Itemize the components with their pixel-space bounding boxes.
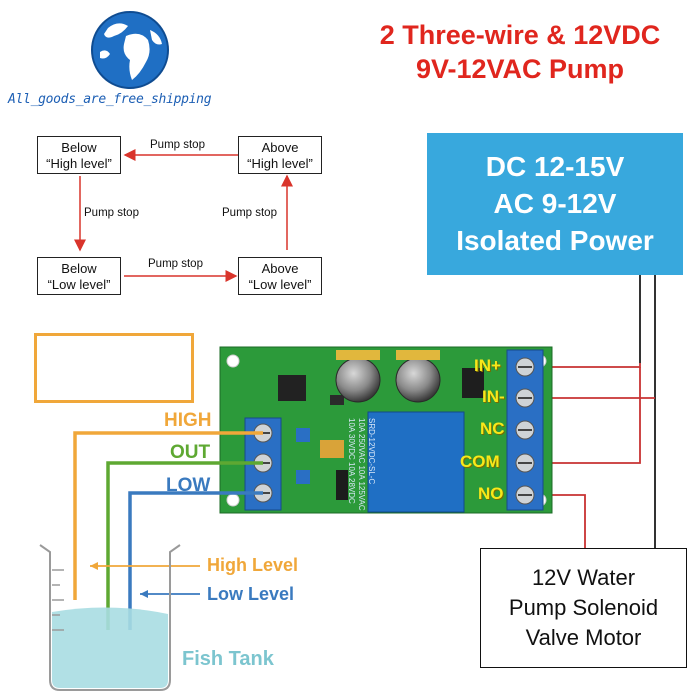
flow-box-line: Below: [61, 140, 97, 155]
terminal-label-no: NO: [478, 484, 504, 503]
highlight-box: [34, 333, 194, 403]
low-level-label: Low Level: [207, 584, 295, 604]
signal-label-out: OUT: [170, 442, 211, 463]
flow-label-top: Pump stop: [150, 139, 205, 151]
brand-text: All_goods_are_free_shipping: [8, 92, 212, 107]
flow-label-left: Pump stop: [84, 207, 139, 219]
sensor-wires: [73, 431, 263, 630]
flow-box-above-high: Above “High level”: [238, 136, 322, 174]
flow-box-line: Above: [261, 261, 299, 276]
terminal-label-in-minus: IN-: [482, 387, 505, 406]
power-line: DC 12-15V: [485, 151, 625, 182]
title-line-2: 9V-12VAC Pump: [415, 54, 625, 84]
flow-box-above-low: Above “Low level”: [238, 257, 322, 295]
flow-box-line: “High level”: [46, 156, 112, 171]
flow-box-line: “Low level”: [47, 277, 111, 292]
flow-box-below-low: Below “Low level”: [37, 257, 121, 295]
pump-line: Pump Solenoid: [508, 595, 659, 620]
fish-tank-label: Fish Tank: [182, 648, 274, 670]
beaker-icon: [39, 544, 181, 691]
flow-label-right: Pump stop: [222, 207, 277, 219]
flow-box-line: “Low level”: [248, 277, 312, 292]
flow-box-line: “High level”: [247, 156, 313, 171]
pump-line: 12V Water: [531, 565, 636, 590]
diagram-title: 2 Three-wire & 12VDC 9V-12VAC Pump: [345, 18, 695, 86]
power-supply-block: DC 12-15V AC 9-12V Isolated Power: [427, 133, 683, 275]
terminal-label-com: COM: [460, 452, 500, 471]
terminal-label-in-plus: IN+: [474, 356, 501, 375]
signal-label-low: LOW: [166, 475, 211, 496]
relay-spec-text: SRD-12VDC-SL-C 10A 250VAC 10A 125VAC 10A…: [347, 418, 376, 511]
signal-label-high: HIGH: [164, 410, 212, 431]
pump-block: 12V Water Pump Solenoid Valve Motor: [480, 548, 687, 668]
flow-box-line: Below: [61, 261, 97, 276]
power-line: Isolated Power: [456, 225, 654, 256]
flow-box-below-high: Below “High level”: [37, 136, 121, 174]
title-line-1: 2 Three-wire & 12VDC: [379, 20, 661, 50]
power-line: AC 9-12V: [493, 188, 617, 219]
flow-label-bottom: Pump stop: [148, 258, 203, 270]
flow-box-line: Above: [261, 140, 299, 155]
pump-line: Valve Motor: [525, 625, 642, 650]
terminal-label-nc: NC: [480, 419, 505, 438]
flow-arrows: [74, 149, 293, 282]
globe-icon: [91, 11, 169, 89]
high-level-label: High Level: [207, 555, 299, 575]
